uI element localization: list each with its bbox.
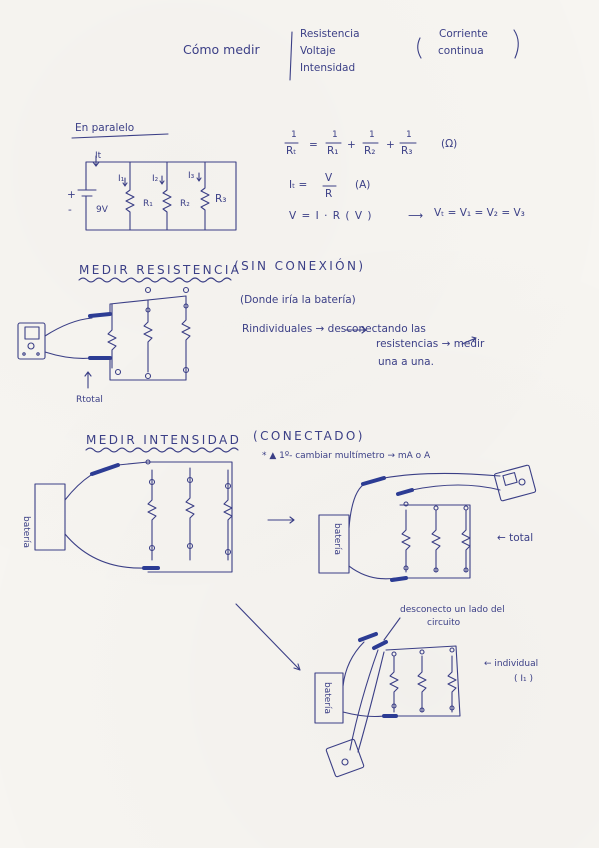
label-it: It: [95, 151, 102, 161]
parallel-title: En paralelo: [75, 122, 135, 134]
label-i3: I₃: [188, 171, 195, 181]
resistance-circuit: [17, 286, 191, 389]
formula-plus-b: +: [386, 139, 395, 151]
header-paren-right: [513, 29, 519, 59]
label-r2: R₂: [180, 199, 190, 209]
header-current: Corriente: [439, 28, 488, 40]
formula-it-den: R: [325, 188, 333, 200]
formula-arrow: ⟶: [408, 210, 424, 222]
resistance-note-battery: (Donde iría la batería): [240, 294, 356, 306]
formula-ohm-law: V = I · R ( V ): [289, 210, 373, 222]
intensity-disconnect-a: desconecto un lado del: [400, 605, 505, 615]
label-r3: R₃: [215, 193, 227, 205]
header-intensity: Intensidad: [300, 62, 356, 74]
formula-one-a: 1: [291, 130, 297, 140]
formula-eq: =: [309, 139, 318, 151]
formula-it-lhs: Iₜ =: [289, 179, 308, 191]
intensity-subtitle: (CONECTADO): [253, 429, 365, 443]
label-r1: R₁: [143, 199, 153, 209]
label-plus: +: [67, 189, 76, 201]
resistance-note-individual: Rindividuales → desconectando las: [242, 323, 426, 335]
intensity-note: * ▲ 1º- cambiar multímetro → mA o A: [262, 451, 431, 461]
header-continuous: continua: [438, 45, 484, 57]
intensity-total: ← total: [497, 532, 534, 544]
label-i2: I₂: [152, 174, 159, 184]
formula-it-num: V: [325, 172, 333, 184]
resistance-note-measure: resistencias → medir: [376, 338, 485, 350]
header-resistance: Resistencia: [300, 28, 360, 40]
header-divider: [289, 31, 293, 81]
intensity-disconnect-b: circuito: [427, 618, 461, 628]
formula-one-b: 1: [332, 130, 338, 140]
intensity-individual-a: ← individual: [484, 659, 539, 669]
formula-rt: Rₜ: [286, 145, 297, 157]
formula-plus-a: +: [347, 139, 356, 151]
intensity-circuit-3: [314, 617, 461, 778]
resistance-note-one-by-one: una a una.: [378, 356, 434, 368]
resistance-rtotal: Rtotal: [76, 395, 103, 405]
formula-it-unit: (A): [355, 179, 371, 191]
intensity-circuit-2: [318, 464, 537, 582]
intensity-title: MEDIR INTENSIDAD: [86, 433, 242, 447]
formula-r1: R₁: [327, 145, 339, 157]
formula-one-d: 1: [406, 130, 412, 140]
intensity-circuit-1: [34, 459, 233, 573]
resistance-subtitle: (SIN CONEXIÓN): [234, 259, 366, 273]
formula-unit-ohm: (Ω): [441, 138, 458, 150]
intensity-individual-b: ( I₁ ): [514, 674, 534, 684]
label-minus: -: [68, 204, 72, 216]
formula-one-c: 1: [369, 130, 375, 140]
label-i1: I₁: [118, 174, 125, 184]
formula-r2: R₂: [364, 145, 376, 157]
header-paren-left: [417, 37, 422, 59]
header-how-to-measure: Cómo medir: [183, 42, 260, 57]
parallel-schematic: [77, 155, 237, 231]
resistance-title: MEDIR RESISTENCIA: [79, 263, 242, 277]
header-voltage: Voltaje: [300, 45, 336, 57]
formula-r3: R₃: [401, 145, 413, 157]
label-9v: 9V: [96, 205, 108, 215]
formula-voltage-equal: Vₜ = V₁ = V₂ = V₃: [434, 207, 525, 219]
